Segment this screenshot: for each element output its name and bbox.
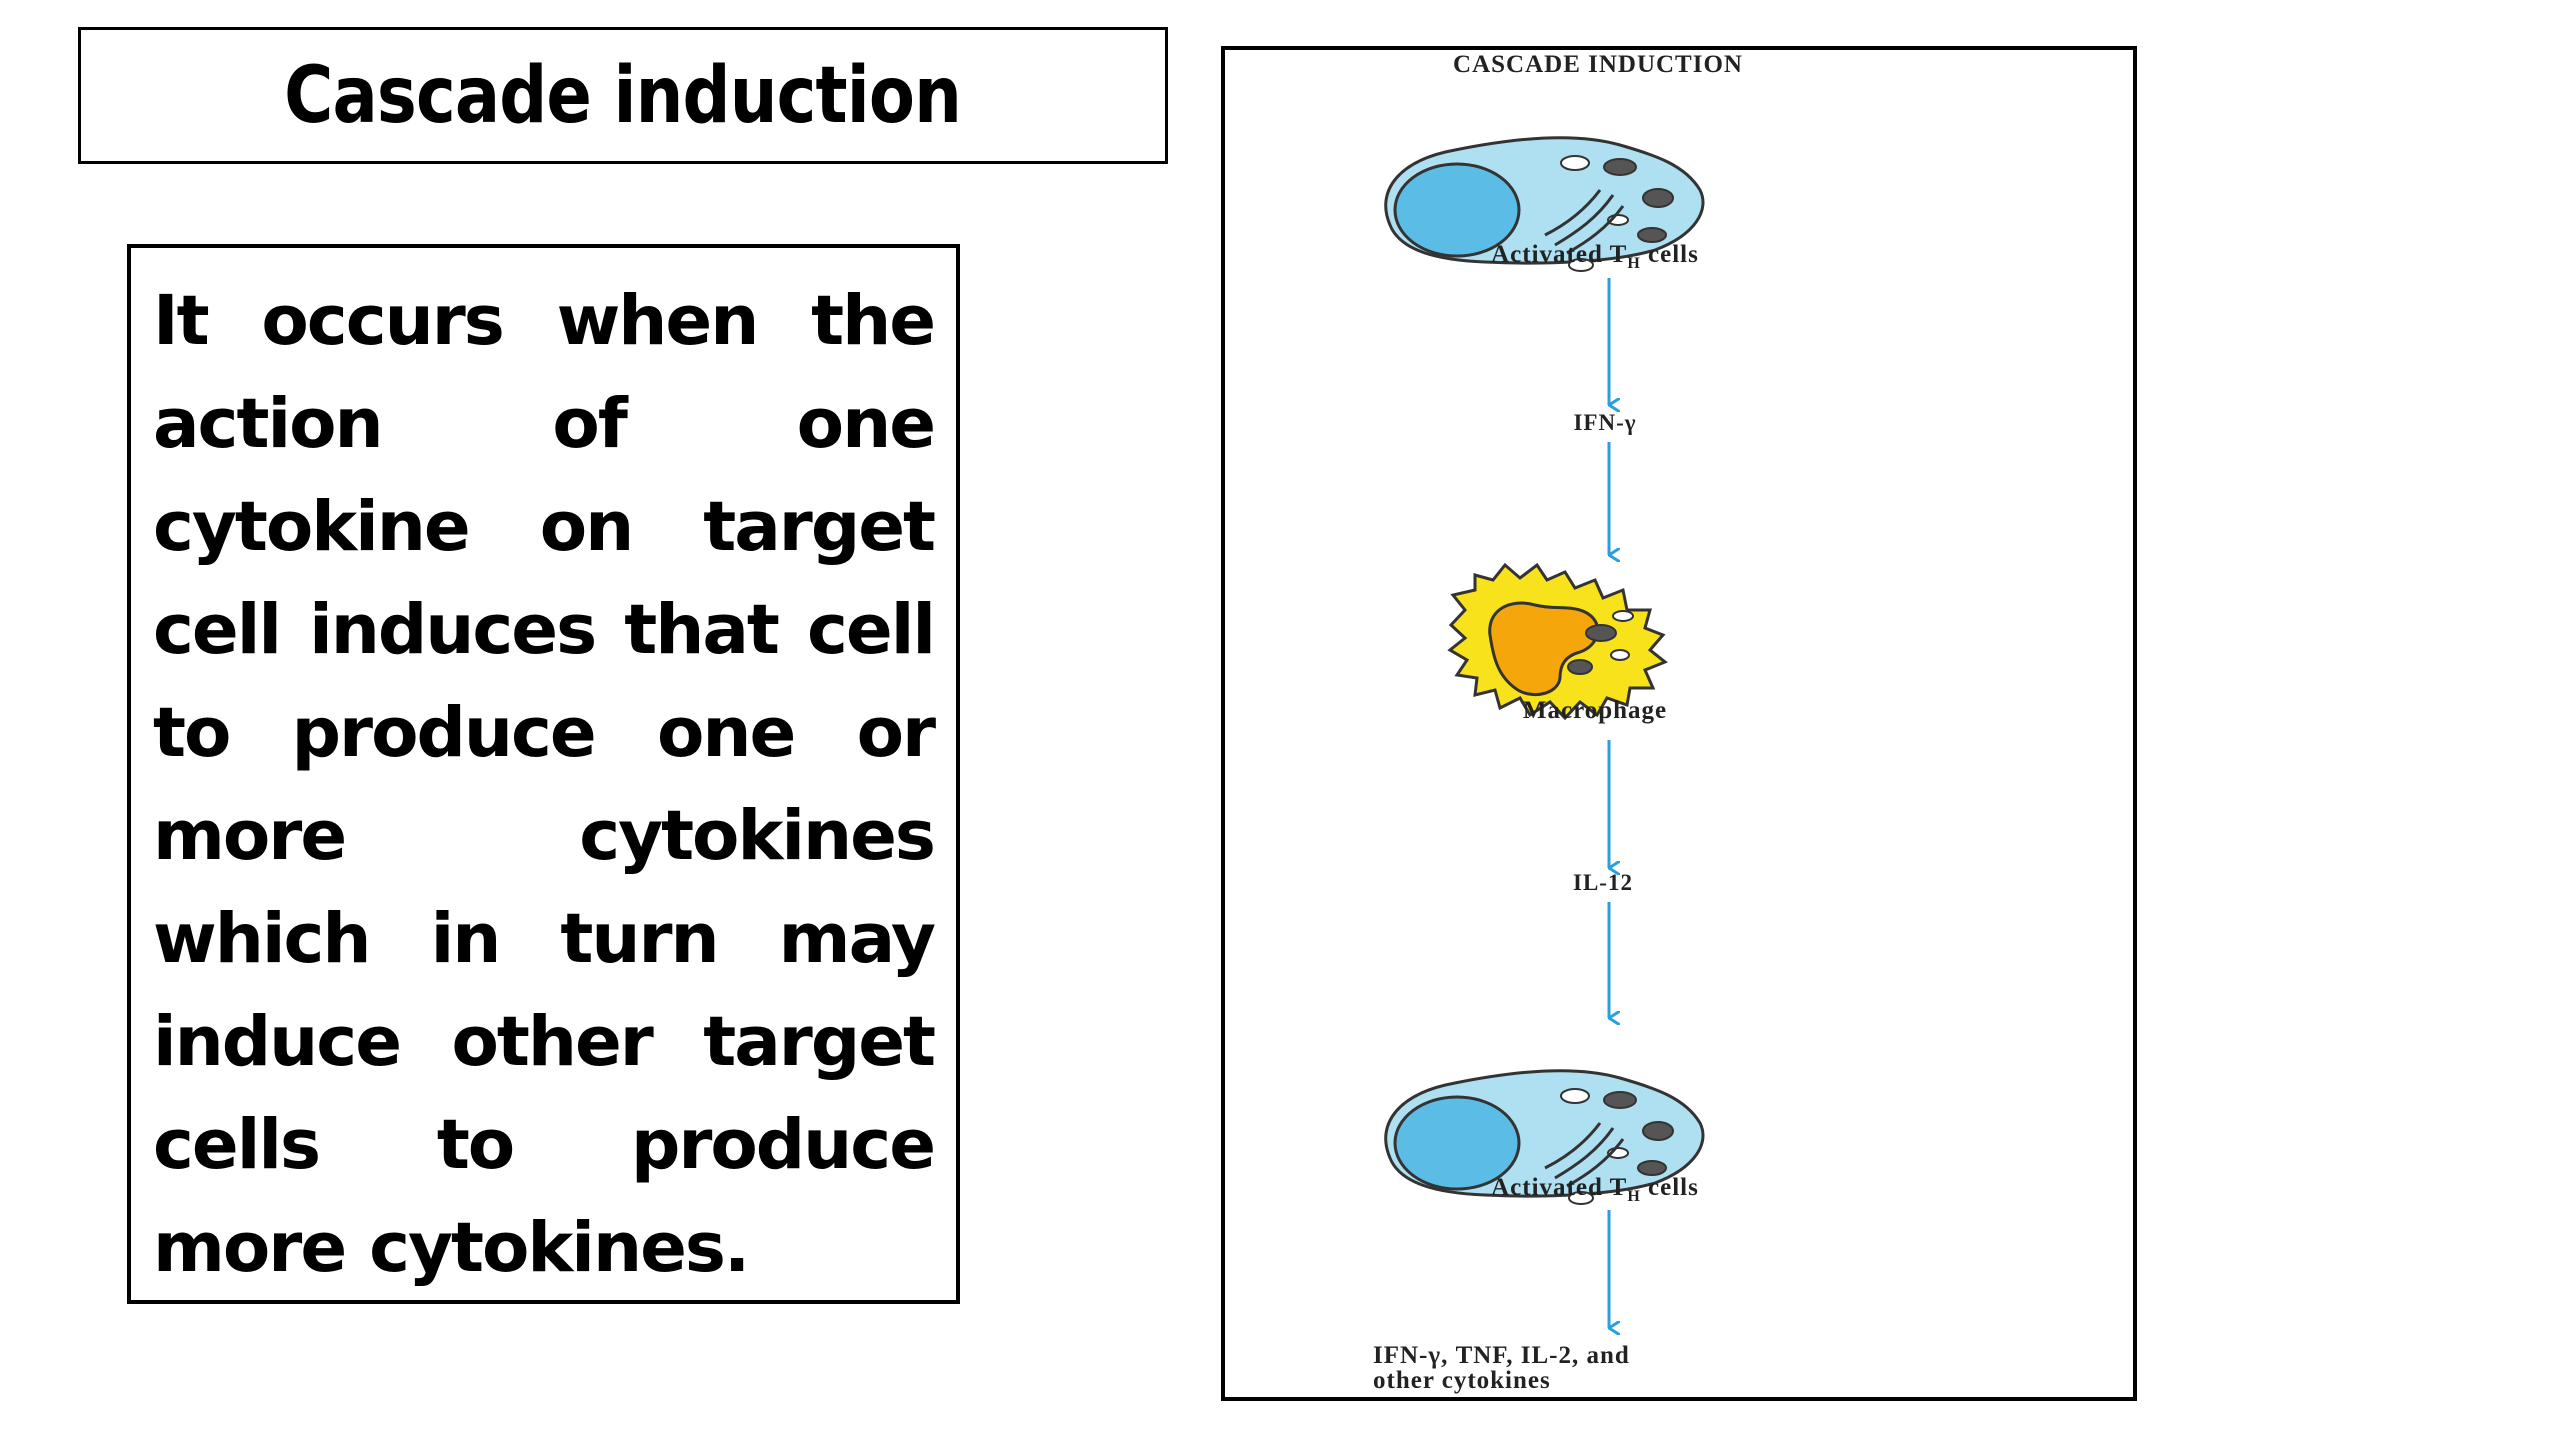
signal-label-2: IL-12: [1573, 870, 1633, 895]
th-cell-label-2: Activated TH cells: [1491, 1174, 1699, 1205]
signal-label-1: IFN-γ: [1573, 410, 1636, 435]
cascade-figure: CASCADE INDUCTION Activated TH cells: [1221, 46, 2137, 1401]
output-label-line-1: IFN-γ, TNF, IL-2, and: [1373, 1342, 1630, 1369]
title-box: Cascade induction: [78, 27, 1168, 164]
output-label-line-2: other cytokines: [1373, 1367, 1551, 1394]
macrophage-label: Macrophage: [1523, 697, 1667, 724]
th-cell-label-1: Activated TH cells: [1491, 241, 1699, 272]
th-cell-icon-1: [1384, 136, 1705, 272]
figure-heading: CASCADE INDUCTION: [1453, 51, 1743, 78]
th-cell-icon-2: [1384, 1069, 1705, 1205]
description-text: It occurs when the action of one cytokin…: [153, 281, 936, 1288]
cascade-diagram: CASCADE INDUCTION Activated TH cells: [1373, 51, 1743, 1394]
macrophage-icon: [1447, 562, 1668, 721]
slide-title: Cascade induction: [284, 50, 963, 141]
description-box: It occurs when the action of one cytokin…: [127, 244, 960, 1304]
